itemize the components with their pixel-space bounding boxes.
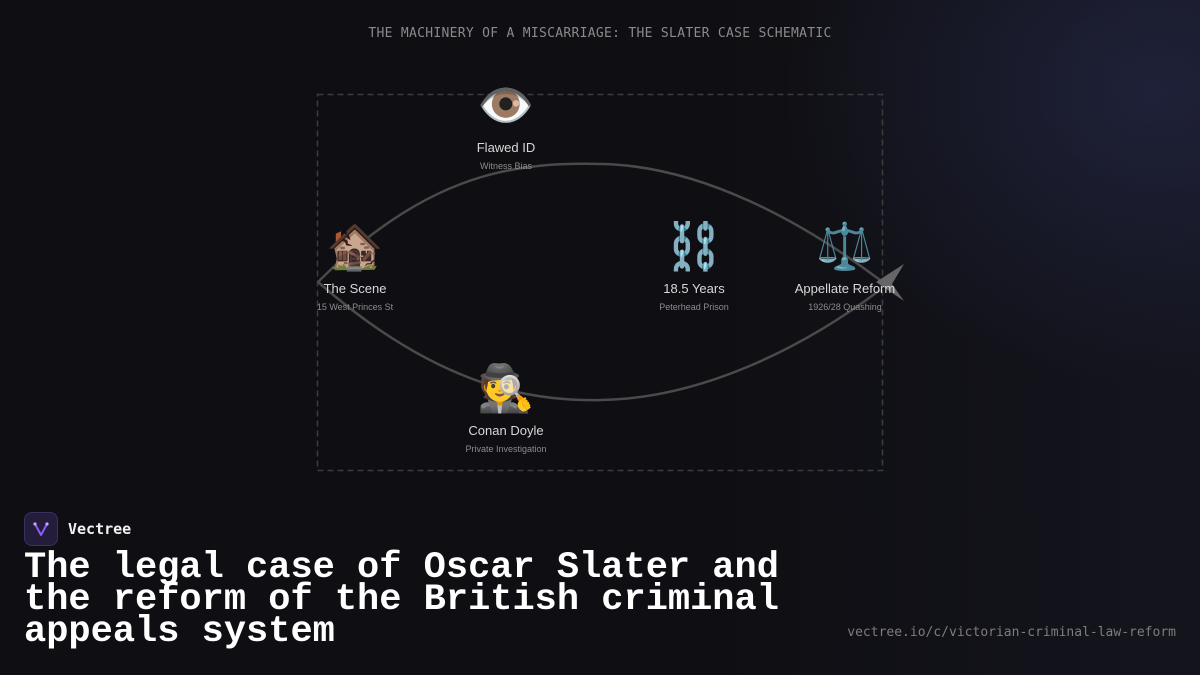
source-url[interactable]: vectree.io/c/victorian-criminal-law-refo… [847,625,1176,640]
brand[interactable]: Vectree [24,512,131,546]
node-appellate-reform: ⚖️ Appellate Reform 1926/28 Quashing [760,217,930,312]
node-flawed-id: 👁️ Flawed ID Witness Bias [421,76,591,171]
node-years: ⛓️ 18.5 Years Peterhead Prison [609,217,779,312]
chains-icon: ⛓️ [665,219,723,273]
node-sublabel: Private Investigation [465,444,547,454]
lower-arc-path [317,281,881,402]
vectree-logo-icon [24,512,58,546]
eye-icon: 👁️ [477,78,535,132]
detective-icon: 🕵️ [477,361,535,415]
node-label: Flawed ID [476,140,536,155]
scales-icon: ⚖️ [816,219,874,273]
node-label: The Scene [323,281,387,296]
house-icon: 🏚️ [326,219,384,273]
node-sublabel: 1926/28 Quashing [808,302,882,312]
node-label: Conan Doyle [468,423,544,438]
node-sublabel: Peterhead Prison [659,302,729,312]
node-the-scene: 🏚️ The Scene 15 West Princes St [270,217,440,312]
brand-name: Vectree [68,520,132,538]
node-sublabel: 15 West Princes St [316,302,394,312]
upper-arc-path [317,162,881,283]
node-sublabel: Witness Bias [479,161,532,171]
diagram-title: THE MACHINERY OF A MISCARRIAGE: THE SLAT… [368,26,832,41]
node-label: Appellate Reform [794,281,896,296]
headline: The legal case of Oscar Slater and the r… [24,547,779,653]
arrowhead-icon [876,264,904,301]
node-label: 18.5 Years [663,281,725,296]
node-conan-doyle: 🕵️ Conan Doyle Private Investigation [421,359,591,454]
